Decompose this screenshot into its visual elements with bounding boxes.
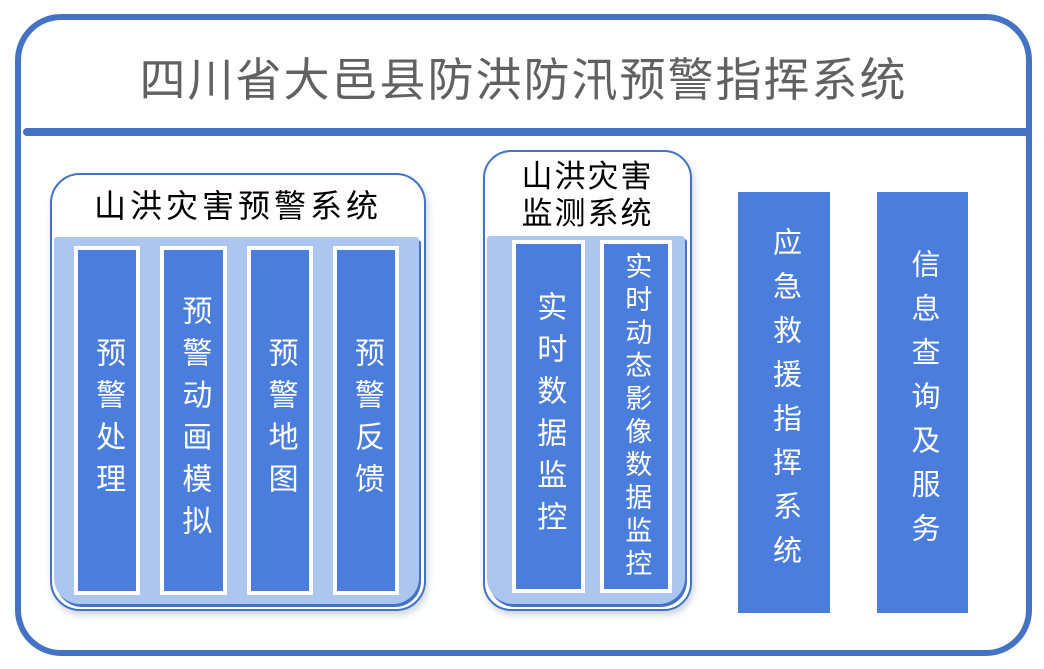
bar-information-query-and-service-label: 信息查询及服务 — [907, 248, 939, 557]
group-flood-monitoring-heading-line2: 监测系统 — [521, 196, 654, 231]
bar-information-query-and-service: 信息查询及服务 — [877, 192, 968, 613]
bar-warning-map: 预警地图 — [246, 246, 313, 595]
bar-warning-processing: 预警处理 — [74, 246, 141, 595]
page-title: 四川省大邑县防洪防汛预警指挥系统 — [139, 54, 908, 106]
bar-warning-processing-label: 预警处理 — [91, 336, 125, 505]
group-flood-monitoring-heading: 山洪灾害 监测系统 — [485, 152, 690, 232]
bar-realtime-data-monitoring-label: 实时数据监控 — [532, 290, 566, 543]
bar-warning-map-label: 预警地图 — [263, 336, 297, 505]
group-flood-warning-heading: 山洪灾害预警系统 — [93, 188, 382, 224]
group-flood-warning-body: 预警处理 预警动画模拟 预警地图 预警反馈 — [54, 237, 419, 604]
bar-warning-animation-simulation: 预警动画模拟 — [160, 246, 227, 595]
title-divider — [23, 128, 1026, 136]
bar-realtime-dynamic-video-monitoring-label: 实时动态影像数据监控 — [621, 251, 652, 582]
bar-warning-feedback: 预警反馈 — [332, 246, 399, 595]
group-flood-monitoring-system: 山洪灾害 监测系统 实时数据监控 实时动态影像数据监控 — [483, 150, 692, 611]
bar-emergency-rescue-command-system: 应急救援指挥系统 — [738, 192, 830, 613]
bar-realtime-dynamic-video-monitoring: 实时动态影像数据监控 — [599, 240, 672, 593]
bar-realtime-data-monitoring: 实时数据监控 — [512, 240, 585, 593]
bar-warning-animation-simulation-label: 预警动画模拟 — [177, 294, 211, 547]
bar-emergency-rescue-command-system-label: 应急救援指挥系统 — [768, 226, 801, 579]
group-flood-monitoring-body: 实时数据监控 实时动态影像数据监控 — [487, 236, 685, 604]
group-flood-monitoring-heading-line1: 山洪灾害 — [521, 159, 654, 194]
outer-frame: 四川省大邑县防洪防汛预警指挥系统 山洪灾害预警系统 预警处理 预警动画模拟 预警… — [15, 14, 1032, 656]
bar-warning-feedback-label: 预警反馈 — [349, 336, 383, 505]
group-flood-warning-system: 山洪灾害预警系统 预警处理 预警动画模拟 预警地图 预警反馈 — [50, 173, 426, 611]
